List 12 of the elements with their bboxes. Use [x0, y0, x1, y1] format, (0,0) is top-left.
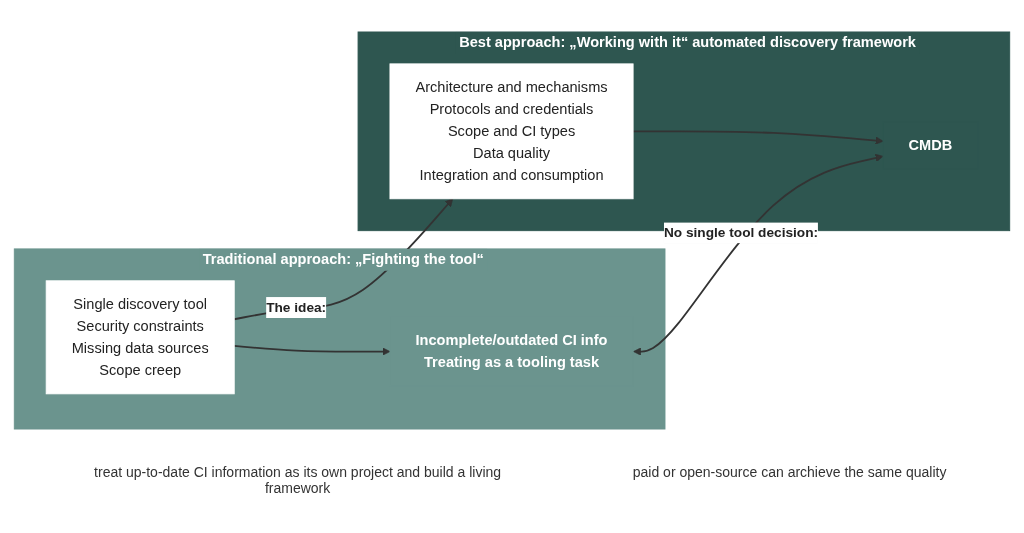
- node-text: CMDB: [908, 136, 953, 153]
- arrow: [632, 129, 884, 145]
- arrow: [233, 344, 391, 356]
- arrow: [233, 197, 454, 320]
- node-box: Architecture and mechanisms Protocols and credentials Scope and CI types Data quality Integration and consumption: [389, 62, 634, 199]
- node-box: Single discovery tool Security constraints Missing data sources Scope creep: [45, 279, 235, 394]
- note-text: paid or open-source can archieve the same quality: [632, 464, 947, 482]
- arrow: [633, 153, 884, 356]
- edge-label: The idea:: [266, 298, 327, 314]
- note-text: treat up-to-date CI information as its own project and build a living framework: [93, 464, 503, 496]
- node-text: Incomplete/outdated CI info Treating as a tooling task: [415, 331, 608, 370]
- edge-label: No single tool decision:: [663, 223, 819, 240]
